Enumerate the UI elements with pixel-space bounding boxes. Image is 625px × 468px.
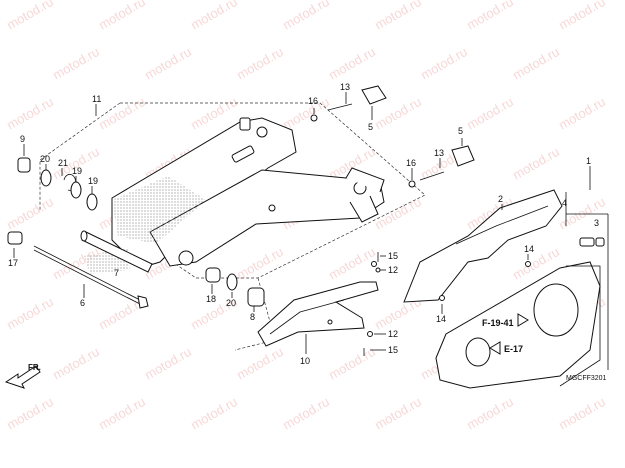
watermark-text: motod.ru xyxy=(50,44,102,83)
watermark-text: motod.ru xyxy=(142,44,194,83)
watermark-text: motod.ru xyxy=(188,0,240,33)
watermark-text: motod.ru xyxy=(96,94,148,133)
watermark-text: motod.ru xyxy=(418,44,470,83)
watermark-text: motod.ru xyxy=(50,344,102,383)
callout-16-lower: 16 xyxy=(406,158,416,168)
watermark-text: motod.ru xyxy=(280,0,332,33)
callout-19-left: 19 xyxy=(72,166,82,176)
callout-15-upper: 15 xyxy=(388,251,398,261)
callout-11: 11 xyxy=(92,94,101,104)
reference-chain-case: F-19-41 xyxy=(482,318,514,328)
diagram-code: MGCFF3201 xyxy=(566,375,607,382)
watermark-text: motod.ru xyxy=(556,0,608,33)
watermark-text: motod.ru xyxy=(4,94,56,133)
callout-12-upper: 12 xyxy=(388,265,398,275)
callout-18: 18 xyxy=(206,294,216,304)
callout-10: 10 xyxy=(300,356,310,366)
watermark-text: motod.ru xyxy=(4,0,56,33)
callout-5-upper: 5 xyxy=(368,122,373,132)
callout-13-upper: 13 xyxy=(340,82,350,92)
watermark-text: motod.ru xyxy=(4,194,56,233)
chain-slider xyxy=(257,281,379,347)
callout-14-left: 14 xyxy=(436,314,446,324)
right-bushings xyxy=(205,267,265,307)
chain-case xyxy=(403,189,563,303)
watermark-text: motod.ru xyxy=(556,94,608,133)
callout-13-lower: 13 xyxy=(434,148,444,158)
watermark-text: motod.ru xyxy=(510,144,562,183)
reference-arrows xyxy=(489,313,529,355)
watermark-text: motod.ru xyxy=(142,344,194,383)
callout-2: 2 xyxy=(498,194,503,204)
watermark-text: motod.ru xyxy=(280,94,332,133)
callout-6: 6 xyxy=(80,298,85,308)
swingarm-body xyxy=(84,117,385,274)
watermark-text: motod.ru xyxy=(326,44,378,83)
reference-wheel: E-17 xyxy=(504,344,523,354)
callout-7: 7 xyxy=(114,268,119,278)
callout-19-right: 19 xyxy=(88,176,98,186)
pivot-parts xyxy=(33,230,153,309)
callout-1: 1 xyxy=(586,156,591,166)
watermark-text: motod.ru xyxy=(372,394,424,433)
callout-20-left: 20 xyxy=(40,154,50,164)
left-bushings xyxy=(7,157,98,245)
callout-17: 17 xyxy=(8,258,18,268)
watermark-text: motod.ru xyxy=(556,394,608,433)
callout-21: 21 xyxy=(58,158,68,168)
watermark-text: motod.ru xyxy=(464,0,516,33)
callout-20-right: 20 xyxy=(226,298,236,308)
watermark-text: motod.ru xyxy=(4,294,56,333)
front-label: FR. xyxy=(28,363,41,372)
watermark-text: motod.ru xyxy=(464,94,516,133)
watermark-text: motod.ru xyxy=(234,344,286,383)
leader-lines xyxy=(13,92,591,354)
callout-12-lower: 12 xyxy=(388,329,398,339)
callout-3: 3 xyxy=(594,218,599,228)
watermark-text: motod.ru xyxy=(4,394,56,433)
callout-16-upper: 16 xyxy=(308,96,318,106)
callout-15-lower: 15 xyxy=(388,345,398,355)
chain-adjusters xyxy=(310,85,475,188)
watermark-text: motod.ru xyxy=(280,394,332,433)
watermark-text: motod.ru xyxy=(372,0,424,33)
front-direction-arrow xyxy=(4,365,41,389)
watermark-text: motod.ru xyxy=(326,244,378,283)
watermark-text: motod.ru xyxy=(464,394,516,433)
callout-8: 8 xyxy=(250,312,255,322)
watermark-text: motod.ru xyxy=(234,244,286,283)
watermark-text: motod.ru xyxy=(510,44,562,83)
callout-5-lower: 5 xyxy=(458,126,463,136)
callout-4: 4 xyxy=(562,198,567,208)
callout-14-right: 14 xyxy=(524,244,534,254)
watermark-text: motod.ru xyxy=(188,394,240,433)
callout-labels: 11 9 20 21 19 19 17 7 6 18 20 8 10 16 13… xyxy=(8,82,607,382)
watermark-text: motod.ru xyxy=(96,394,148,433)
watermark-text: motod.ru xyxy=(96,0,148,33)
callout-9: 9 xyxy=(20,134,25,144)
watermark-text: motod.ru xyxy=(234,44,286,83)
